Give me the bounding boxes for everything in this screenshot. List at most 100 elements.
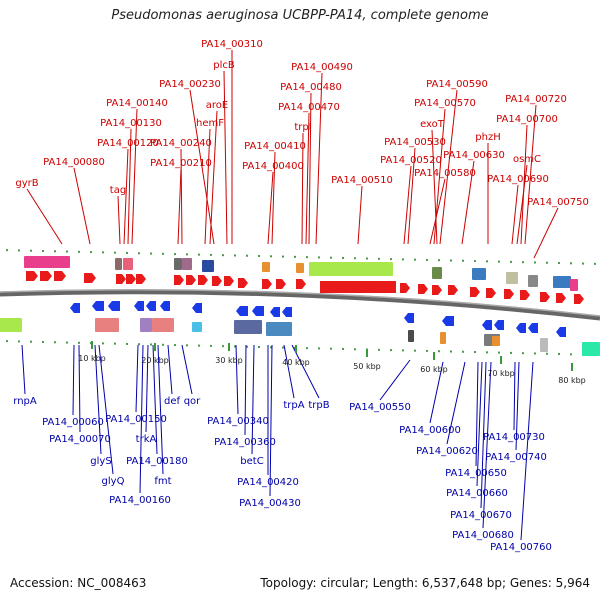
- gene-label-bottom[interactable]: PA14_00740: [485, 452, 547, 463]
- gene-label-bottom[interactable]: PA14_00670: [450, 510, 512, 521]
- reverse-arrow[interactable]: [528, 323, 538, 333]
- reverse-arrow[interactable]: [482, 320, 492, 330]
- gene-label-top[interactable]: PA14_00750: [527, 197, 589, 208]
- gene-label-bottom[interactable]: PA14_00650: [445, 468, 507, 479]
- gene-label-bottom[interactable]: PA14_00760: [490, 542, 552, 553]
- forward-arrow[interactable]: [136, 274, 146, 284]
- gene-block-top[interactable]: [24, 256, 70, 268]
- gene-label-bottom[interactable]: rnpA: [13, 396, 37, 407]
- gene-label-top[interactable]: PA14_00120: [97, 138, 159, 149]
- gene-label-top[interactable]: hemF: [196, 118, 224, 129]
- gene-block-top[interactable]: [296, 263, 304, 273]
- forward-arrow[interactable]: [262, 279, 272, 289]
- gene-block-bottom[interactable]: [492, 336, 500, 346]
- reverse-arrow[interactable]: [442, 316, 454, 326]
- reverse-arrow[interactable]: [270, 307, 280, 317]
- gene-label-top[interactable]: PA14_00240: [150, 138, 212, 149]
- gene-label-bottom[interactable]: PA14_00070: [49, 434, 111, 445]
- reverse-arrow[interactable]: [134, 301, 144, 311]
- gene-label-bottom[interactable]: PA14_00180: [126, 456, 188, 467]
- forward-arrow[interactable]: [520, 290, 530, 300]
- gene-label-top[interactable]: PA14_00210: [150, 158, 212, 169]
- gene-block-bottom[interactable]: [582, 342, 600, 356]
- gene-label-top[interactable]: PA14_00080: [43, 157, 105, 168]
- forward-arrow[interactable]: [238, 278, 248, 288]
- forward-arrow[interactable]: [486, 288, 496, 298]
- gene-label-top[interactable]: PA14_00520: [380, 155, 442, 166]
- reverse-arrow[interactable]: [146, 301, 156, 311]
- forward-arrow[interactable]: [116, 274, 126, 284]
- reverse-arrow[interactable]: [494, 320, 504, 330]
- gene-label-bottom[interactable]: PA14_00660: [446, 488, 508, 499]
- forward-arrow[interactable]: [400, 283, 410, 293]
- gene-block-bottom[interactable]: [234, 320, 262, 334]
- gene-label-bottom[interactable]: PA14_00680: [452, 530, 514, 541]
- forward-arrow[interactable]: [40, 271, 52, 281]
- forward-arrow[interactable]: [54, 271, 66, 281]
- forward-arrow[interactable]: [540, 292, 550, 302]
- gene-label-bottom[interactable]: fmt: [154, 476, 171, 487]
- reverse-arrow[interactable]: [516, 323, 526, 333]
- gene-block-top[interactable]: [432, 267, 442, 279]
- gene-label-bottom[interactable]: trpA: [283, 400, 304, 411]
- gene-label-bottom[interactable]: PA14_00160: [109, 495, 171, 506]
- gene-label-top[interactable]: osmC: [513, 154, 541, 165]
- gene-label-top[interactable]: gyrB: [15, 178, 38, 189]
- gene-label-bottom[interactable]: PA14_00550: [349, 402, 411, 413]
- gene-label-top[interactable]: PA14_00720: [505, 94, 567, 105]
- forward-arrow[interactable]: [448, 285, 458, 295]
- gene-label-top[interactable]: PA14_00630: [443, 150, 505, 161]
- gene-block-top[interactable]: [472, 268, 486, 280]
- forward-arrow[interactable]: [296, 279, 306, 289]
- forward-arrow[interactable]: [126, 274, 136, 284]
- gene-label-bottom[interactable]: PA14_00360: [214, 437, 276, 448]
- gene-label-top[interactable]: PA14_00480: [280, 82, 342, 93]
- gene-block-top[interactable]: [309, 262, 393, 276]
- forward-arrow[interactable]: [174, 275, 184, 285]
- gene-label-bottom[interactable]: PA14_00420: [237, 477, 299, 488]
- forward-arrow[interactable]: [276, 279, 286, 289]
- gene-label-top[interactable]: PA14_00570: [414, 98, 476, 109]
- gene-label-top[interactable]: PA14_00310: [201, 39, 263, 50]
- gene-label-top[interactable]: plcB: [213, 60, 235, 71]
- forward-arrow[interactable]: [198, 275, 208, 285]
- gene-block-top[interactable]: [182, 258, 192, 270]
- gene-label-top[interactable]: PA14_00490: [291, 62, 353, 73]
- gene-label-top[interactable]: PA14_00410: [244, 141, 306, 152]
- gene-block-bottom[interactable]: [140, 318, 152, 332]
- gene-block-top[interactable]: [123, 258, 133, 270]
- gene-label-bottom[interactable]: trkA: [136, 434, 157, 445]
- gene-block-top[interactable]: [528, 275, 538, 287]
- forward-arrow[interactable]: [504, 289, 514, 299]
- gene-label-bottom[interactable]: trpB: [308, 400, 329, 411]
- gene-block-forward[interactable]: [320, 281, 396, 293]
- gene-block-bottom[interactable]: [408, 330, 414, 342]
- reverse-arrow[interactable]: [236, 306, 248, 316]
- gene-label-bottom[interactable]: PA14_00060: [42, 417, 104, 428]
- reverse-arrow[interactable]: [282, 307, 292, 317]
- gene-label-top[interactable]: PA14_00690: [487, 174, 549, 185]
- gene-block-bottom[interactable]: [192, 322, 202, 332]
- gene-label-top[interactable]: PA14_00590: [426, 79, 488, 90]
- gene-label-top[interactable]: aroE: [206, 100, 228, 111]
- gene-label-top[interactable]: PA14_00700: [496, 114, 558, 125]
- forward-arrow[interactable]: [418, 284, 428, 294]
- gene-label-top[interactable]: tag: [110, 185, 126, 196]
- gene-label-bottom[interactable]: PA14_00340: [207, 416, 269, 427]
- gene-block-top[interactable]: [553, 276, 571, 288]
- gene-block-top[interactable]: [115, 258, 122, 270]
- forward-arrow[interactable]: [212, 276, 222, 286]
- reverse-arrow[interactable]: [92, 301, 104, 311]
- gene-label-top[interactable]: PA14_00230: [159, 79, 221, 90]
- reverse-arrow[interactable]: [252, 306, 264, 316]
- gene-block-top[interactable]: [506, 272, 518, 284]
- reverse-arrow[interactable]: [70, 303, 80, 313]
- gene-block-top[interactable]: [570, 279, 578, 291]
- gene-block-bottom[interactable]: [0, 318, 22, 332]
- gene-label-top[interactable]: PA14_00530: [384, 137, 446, 148]
- gene-label-bottom[interactable]: glyQ: [102, 476, 125, 487]
- gene-label-bottom[interactable]: PA14_00430: [239, 498, 301, 509]
- gene-label-top[interactable]: exoT: [420, 119, 445, 130]
- gene-label-top[interactable]: PA14_00580: [414, 168, 476, 179]
- gene-block-top[interactable]: [174, 258, 182, 270]
